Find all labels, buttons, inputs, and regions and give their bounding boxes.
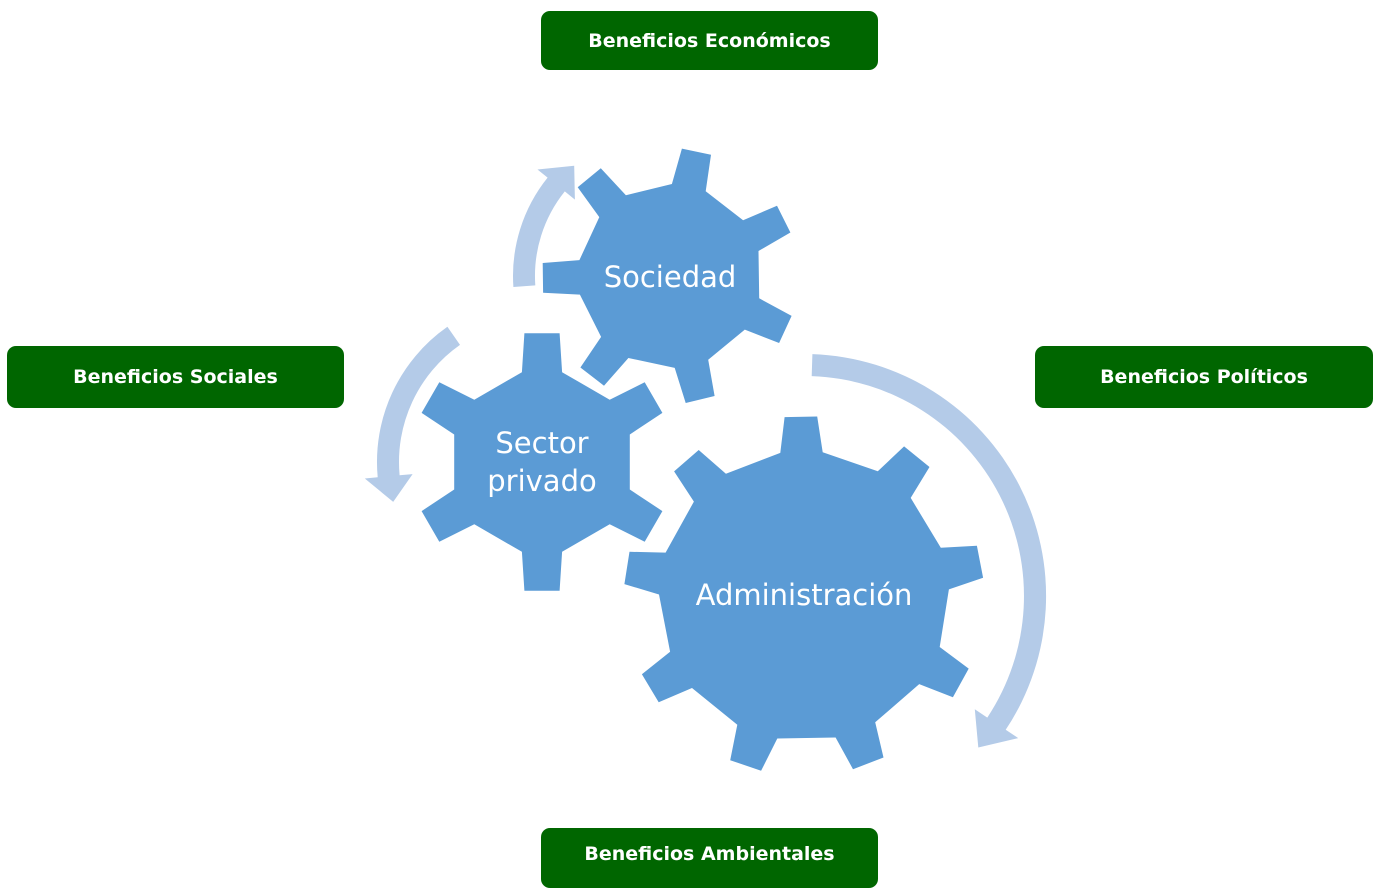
gear-administracion [624,416,984,771]
beneficios-politicos-label: Beneficios Políticos [1100,366,1308,388]
beneficios-sociales-box: Beneficios Sociales [7,346,344,408]
arrow-to-administracion [811,354,1047,748]
beneficios-ambientales-box: Beneficios Ambientales [541,828,878,888]
beneficios-sociales-label: Beneficios Sociales [73,366,278,388]
arrow-to-sociedad [513,165,575,287]
circular-arrows [364,165,1047,748]
gear-label-sector-line2: privado [487,464,596,498]
arrow-to-sector [364,326,460,502]
gears-group [421,148,984,771]
gear-sector-privado [421,333,663,591]
beneficios-economicos-box: Beneficios Económicos [541,11,878,70]
gear-label-sociedad: Sociedad [604,260,737,294]
gear-label-sector-line1: Sector [495,426,588,460]
beneficios-politicos-box: Beneficios Políticos [1035,346,1373,408]
gear-sociedad [542,148,792,403]
gear-label-administracion: Administración [696,578,913,612]
beneficios-ambientales-label: Beneficios Ambientales [584,843,835,865]
beneficios-economicos-label: Beneficios Económicos [588,29,831,52]
